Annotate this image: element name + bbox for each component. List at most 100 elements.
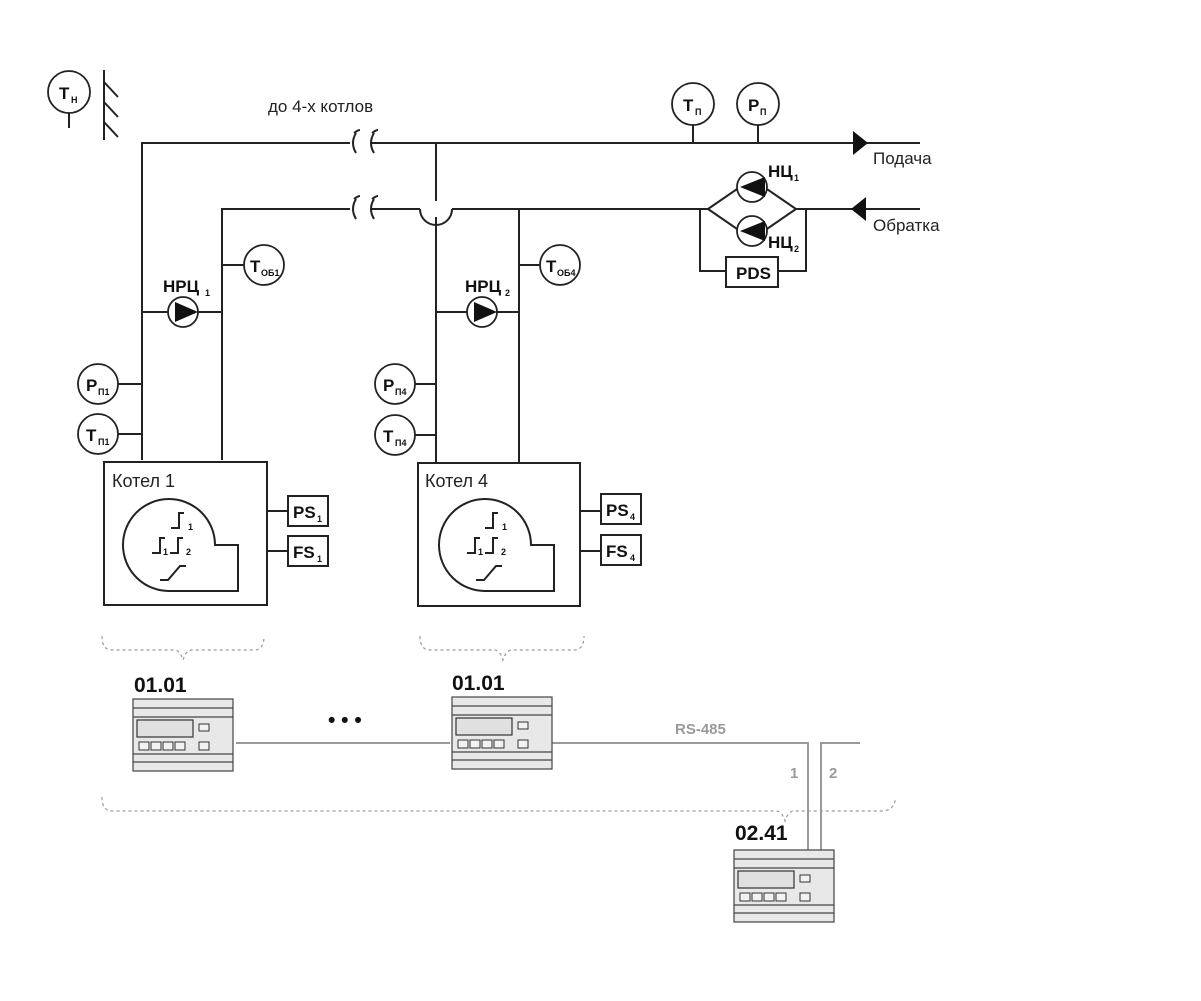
supply-label: Подача (873, 149, 932, 168)
pressure-switch-4: PS 4 (600, 493, 642, 525)
network-pump-1: НЦ 1 (736, 162, 799, 203)
flow-switch-1: FS 1 (287, 535, 329, 567)
pump-icon (474, 302, 497, 322)
return-label: Обратка (873, 216, 940, 235)
button-icon (739, 892, 751, 902)
return-temp-sensor-1: T ОБ1 (243, 244, 285, 286)
step-label: 1 (163, 547, 168, 557)
supply-temp-sensor: T П (671, 82, 715, 143)
sensor-subscript: ОБ4 (557, 268, 575, 278)
pump-subscript: 1 (794, 173, 799, 183)
pump-label: НРЦ (163, 277, 200, 296)
master-controller-label: 02.41 (735, 822, 788, 845)
sensor-letter: P (383, 376, 394, 395)
return-pipe (221, 195, 920, 460)
brace-boiler-1 (101, 635, 265, 663)
boiler-count-note: до 4-х котлов (268, 97, 373, 116)
step-label: 2 (501, 547, 506, 557)
sensor-letter: T (383, 427, 394, 446)
temp-sensor-1: T П1 (77, 413, 119, 455)
button-icon (799, 892, 811, 902)
return-arrow-icon (851, 197, 866, 221)
ps-subscript: 1 (317, 514, 322, 524)
step-label: 1 (188, 522, 193, 532)
boiler-4-branch: НРЦ 2 T ОБ4 P П4 T П4 Котел 4 1 1 (374, 143, 642, 607)
button-icon (517, 721, 529, 730)
fs-label: FS (606, 542, 628, 561)
boiler-1-box (103, 461, 268, 606)
supply-pressure-sensor: P П (736, 82, 780, 143)
ps-label: PS (293, 503, 316, 522)
network-pump-group: НЦ 1 НЦ 2 PDS (699, 162, 807, 288)
sensor-subscript: П (695, 107, 701, 117)
step-label: 2 (186, 547, 191, 557)
display-icon (737, 870, 795, 889)
button-icon (517, 739, 529, 749)
up-button-icon (469, 739, 481, 749)
burner-icon: 1 1 2 (438, 498, 555, 593)
brace-all-controllers (101, 796, 897, 824)
sensor-subscript: Н (71, 95, 78, 105)
pressure-sensor-4: P П4 (374, 363, 416, 405)
sensor-letter: T (86, 426, 97, 445)
return-temp-sensor-4: T ОБ4 (539, 244, 581, 286)
ellipsis: • • • (328, 709, 362, 732)
down-button-icon (481, 739, 493, 749)
pump-subscript: 2 (505, 288, 510, 298)
pressure-switch-1: PS 1 (287, 495, 329, 527)
bus-wire-2-label: 2 (829, 765, 837, 782)
boiler-1-name: Котел 1 (112, 471, 175, 491)
outdoor-temp-sensor: T Н (47, 70, 91, 128)
pump-icon (740, 177, 765, 197)
fs-subscript: 1 (317, 554, 322, 564)
up-button-icon (751, 892, 763, 902)
down-button-icon (162, 741, 174, 751)
down-button-icon (763, 892, 775, 902)
sensor-subscript: П4 (395, 387, 406, 397)
supply-pipe (141, 129, 920, 460)
controller-4 (451, 696, 553, 770)
ps-label: PS (606, 501, 629, 520)
sensor-subscript: П4 (395, 438, 406, 448)
supply-arrow-icon (853, 131, 868, 155)
pump-label: НРЦ (465, 277, 502, 296)
sensor-letter: P (86, 376, 97, 395)
ps-subscript: 4 (630, 512, 635, 522)
button-icon (493, 739, 505, 749)
pds-box (725, 256, 779, 288)
network-pump-2: НЦ 2 (736, 215, 799, 254)
pump-subscript: 2 (794, 244, 799, 254)
sensor-letter: T (250, 257, 261, 276)
sensor-subscript: П (760, 107, 766, 117)
button-icon (174, 741, 186, 751)
fs-subscript: 4 (630, 553, 635, 563)
fs-label: FS (293, 543, 315, 562)
controller-1-label: 01.01 (134, 674, 187, 697)
pump-label: НЦ (768, 162, 793, 181)
wall-icon (103, 70, 119, 140)
pump-icon (740, 221, 765, 241)
master-controller (733, 849, 835, 923)
button-icon (198, 723, 210, 732)
pds-label: PDS (736, 264, 771, 283)
button-icon (775, 892, 787, 902)
controller-4-label: 01.01 (452, 672, 505, 695)
button-icon (198, 741, 210, 751)
pump-icon (175, 302, 198, 322)
step-label: 1 (502, 522, 507, 532)
button-icon (799, 874, 811, 883)
up-button-icon (150, 741, 162, 751)
button-icon (138, 741, 150, 751)
step-label: 1 (478, 547, 483, 557)
button-icon (457, 739, 469, 749)
sensor-letter: T (546, 257, 557, 276)
pump-subscript: 1 (205, 288, 210, 298)
display-icon (136, 719, 194, 738)
flow-switch-4: FS 4 (600, 534, 642, 566)
boiler-1-branch: НРЦ 1 T ОБ1 P П1 T П1 Котел 1 1 1 (77, 244, 329, 606)
sensor-letter: P (748, 96, 759, 115)
bus-wire-1-label: 1 (790, 765, 798, 782)
temp-sensor-4: T П4 (374, 414, 416, 456)
burner-icon: 1 1 2 (122, 498, 239, 593)
